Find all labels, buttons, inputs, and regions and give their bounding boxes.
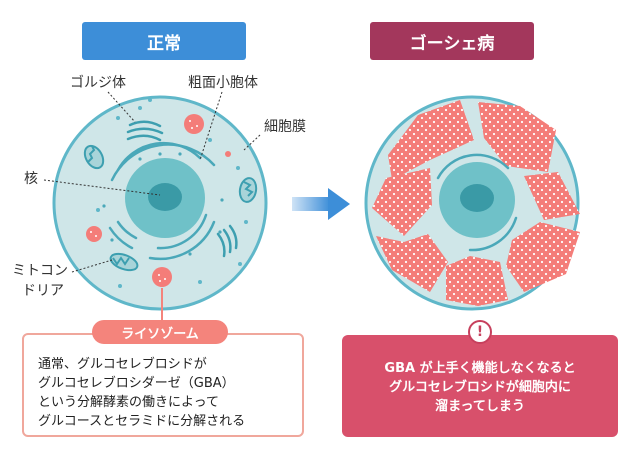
normal-description-line: グルコースとセラミドに分解される	[38, 414, 246, 429]
accumulated-lysosomes	[372, 100, 580, 306]
gaucher-cell	[364, 95, 580, 311]
normal-description-box: 通常、グルコセレブロシドが グルコセレブロシダーゼ（GBA） という分解酵素の働…	[22, 333, 304, 437]
label-nucleus: 核	[24, 171, 38, 187]
gaucher-er	[436, 153, 518, 252]
label-mitochondria-1: ミトコン	[12, 263, 68, 279]
label-leader-lines	[43, 91, 261, 273]
normal-cell	[43, 91, 268, 320]
gaucher-description-line: 溜まってしまう	[435, 399, 525, 414]
gaucher-nucleolus	[460, 184, 494, 212]
normal-description-line: 通常、グルコセレブロシドが	[38, 357, 207, 372]
normal-lysosomes	[86, 114, 231, 287]
golgi-body	[126, 120, 238, 258]
mitochondria	[83, 144, 258, 272]
arrow-right-icon	[292, 188, 350, 220]
normal-header: 正常	[82, 22, 246, 60]
rough-er	[108, 141, 216, 261]
label-golgi: ゴルジ体	[70, 75, 126, 91]
gaucher-header: ゴーシェ病	[370, 22, 534, 60]
normal-title: 正常	[147, 33, 181, 54]
ribosome-dots	[102, 152, 224, 256]
gaucher-description-line: グルコセレブロシドが細胞内に	[389, 380, 571, 395]
normal-description-line: という分解酵素の働きによって	[38, 395, 219, 410]
label-rough-er: 粗面小胞体	[188, 75, 258, 91]
normal-nucleolus	[148, 183, 182, 211]
label-mitochondria-2: ドリア	[22, 283, 64, 299]
label-cell-membrane: 細胞膜	[264, 119, 306, 135]
gaucher-description-box: GBA が上手く機能しなくなると グルコセレブロシドが細胞内に 溜まってしまう	[342, 335, 618, 437]
gaucher-title: ゴーシェ病	[409, 33, 495, 54]
gaucher-description-line: GBA が上手く機能しなくなると	[384, 361, 576, 376]
normal-description-line: グルコセレブロシダーゼ（GBA）	[38, 376, 235, 391]
exclamation-icon: !	[468, 320, 492, 344]
lysosome-label: ライソゾーム	[92, 320, 228, 344]
vesicles	[96, 98, 248, 288]
